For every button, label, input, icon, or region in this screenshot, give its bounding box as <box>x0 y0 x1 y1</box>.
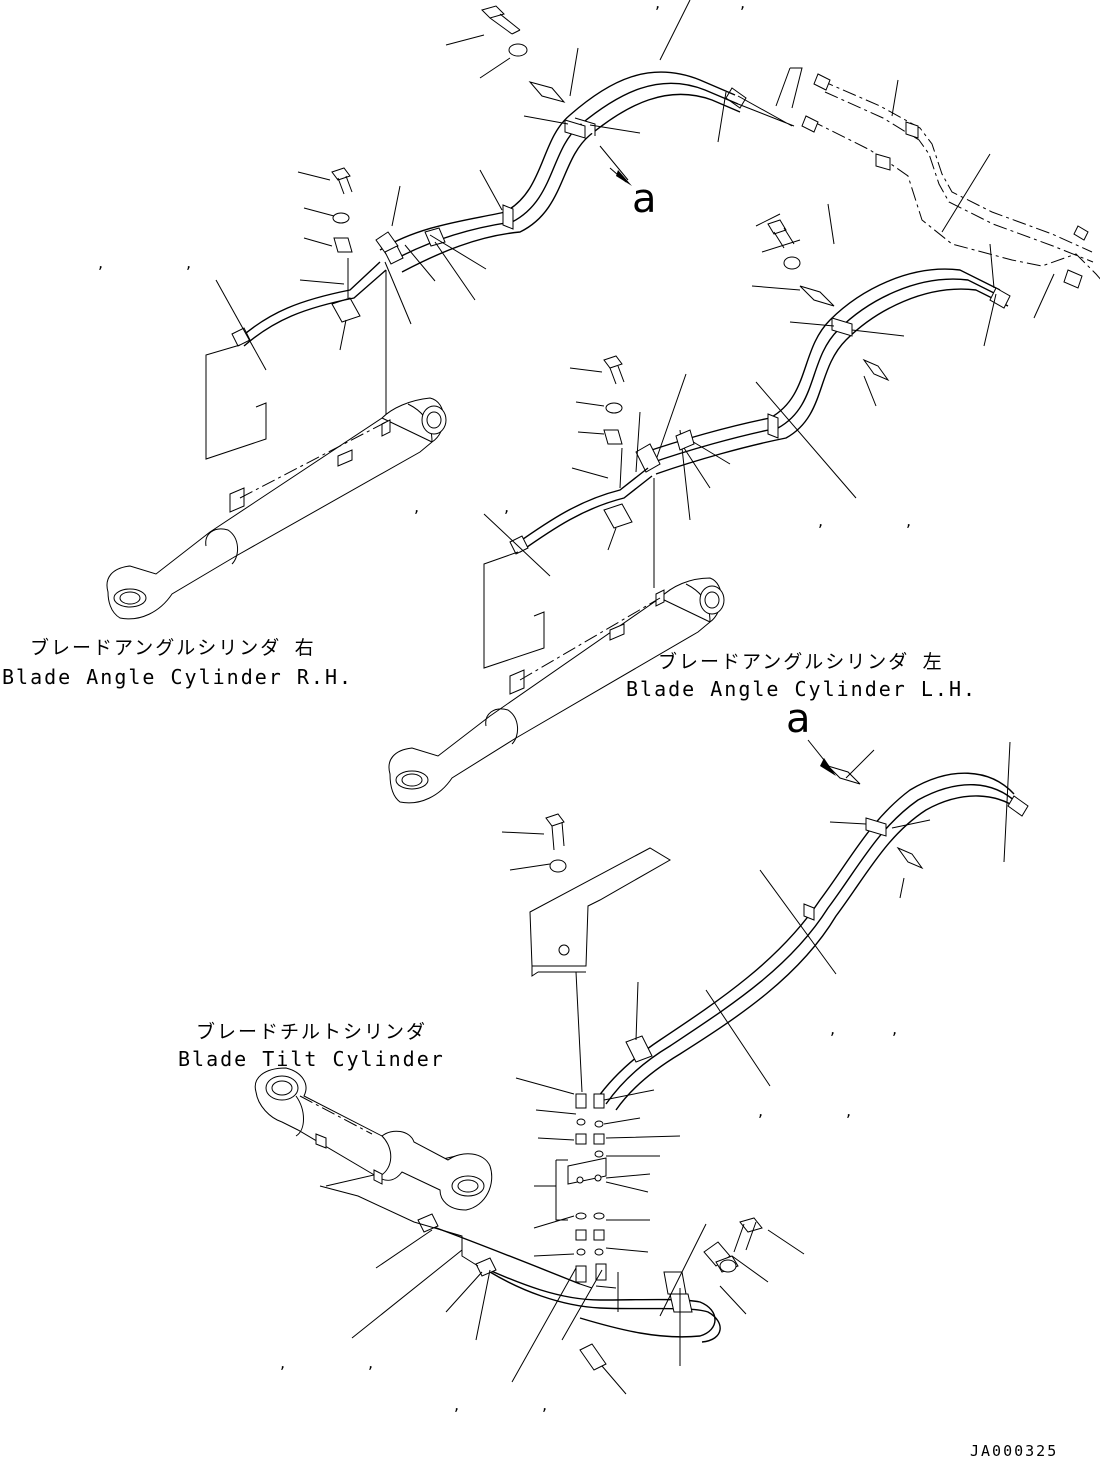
comma-separator: , <box>758 1101 763 1120</box>
comma-separator: , <box>818 511 823 530</box>
middle-hose-assembly: , , <box>483 203 1011 669</box>
tilt-cylinder-title-jp: ブレードチルトシリンダ <box>196 1020 427 1043</box>
comma-separator: , <box>892 1019 897 1038</box>
fitting-stack <box>515 1077 681 1283</box>
comma-separator: , <box>846 1101 851 1120</box>
comma-separator: , <box>454 1395 459 1414</box>
upper-hose-bundle <box>379 71 747 273</box>
remote-fitting-lower <box>801 115 1100 319</box>
comma-separator: , <box>740 0 745 12</box>
blade-angle-cylinder-rh: , , <box>106 397 509 620</box>
comma-separator: , <box>906 511 911 530</box>
blade-tilt-cylinder <box>254 1067 493 1211</box>
rh-cylinder-title-en: Blade Angle Cylinder R.H. <box>2 665 353 689</box>
comma-separator: , <box>655 0 660 12</box>
upper-hose-assembly: , , a , , <box>98 0 1100 460</box>
rh-cylinder-title-jp: ブレードアングルシリンダ 右 <box>30 636 316 659</box>
comma-separator: , <box>368 1353 373 1372</box>
bolt-icon <box>481 5 521 35</box>
comma-separator: , <box>280 1353 285 1372</box>
comma-separator: , <box>414 497 419 516</box>
drawing-code: JA000325 <box>970 1442 1058 1460</box>
comma-separator: , <box>98 253 103 272</box>
tilt-cylinder-title-en: Blade Tilt Cylinder <box>178 1047 445 1071</box>
lh-cylinder-title-en: Blade Angle Cylinder L.H. <box>626 677 977 701</box>
lower-hose-assembly: , , , , , , , , <box>280 741 1029 1414</box>
comma-separator: , <box>504 497 509 516</box>
washer-icon <box>508 43 528 57</box>
comma-separator: , <box>830 1019 835 1038</box>
comma-separator: , <box>186 253 191 272</box>
clamp-icon <box>528 81 566 103</box>
comma-separator: , <box>542 1395 547 1414</box>
remote-fitting-upper <box>813 73 1094 263</box>
reference-a-label: a <box>632 176 657 222</box>
blade-angle-cylinder-lh <box>388 577 725 804</box>
lh-cylinder-title-jp: ブレードアングルシリンダ 左 <box>658 650 944 673</box>
reference-a-label: a <box>786 696 811 742</box>
